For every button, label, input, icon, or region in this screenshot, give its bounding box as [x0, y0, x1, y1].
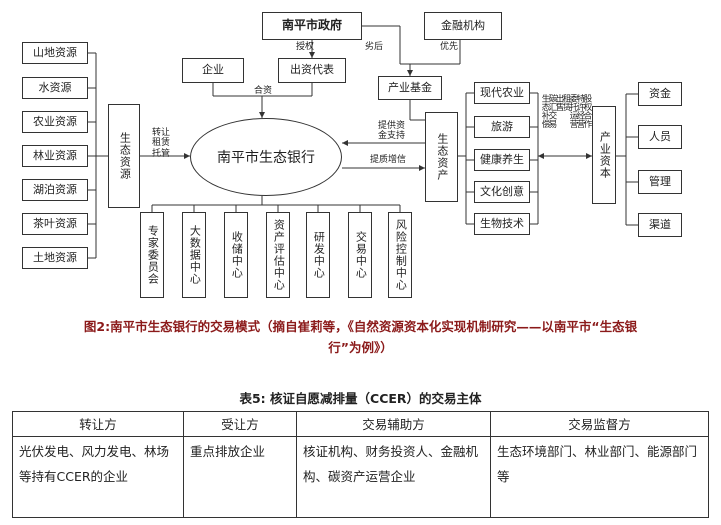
figure-caption: 图2:南平市生态银行的交易模式（摘自崔莉等，《自然资源资本化实现机制研究——以南…	[0, 316, 721, 358]
center-box: 资产评估中心	[266, 212, 290, 298]
table-cell: 核证机构、财务投资人、金融机构、碳资产运营企业	[296, 436, 491, 518]
transfer-label: 转让 租赁 托管	[152, 128, 171, 159]
industry-capital-box: 产业资本	[592, 106, 616, 204]
investor-box: 出资代表	[278, 58, 346, 83]
inferior-label: 劣后	[365, 42, 384, 52]
bank-ellipse: 南平市生态银行	[190, 118, 342, 196]
table-header: 受让方	[183, 411, 297, 437]
caption-line-2: 行”为例》）	[328, 340, 393, 355]
center-box: 交易中心	[348, 212, 372, 298]
caption-line-1: 图2:南平市生态银行的交易模式（摘自崔莉等，《自然资源资本化实现机制研究——以南…	[83, 319, 638, 334]
industry-box: 健康养生	[474, 149, 530, 171]
table-cell: 重点排放企业	[183, 436, 297, 518]
table-cell: 光伏发电、风力发电、林场等持有CCER的企业	[12, 436, 184, 518]
table-header: 交易辅助方	[296, 411, 491, 437]
center-box: 风险控制中心	[388, 212, 412, 298]
industry-box: 旅游	[474, 116, 530, 138]
table-row: 光伏发电、风力发电、林场等持有CCER的企业 重点排放企业 核证机构、财务投资人…	[12, 436, 709, 518]
center-box: 收储中心	[224, 212, 248, 298]
government-box: 南平市政府	[262, 12, 362, 40]
provide-label: 提供资 金支持	[378, 121, 406, 142]
eco-resources-box: 生态资源	[108, 104, 140, 208]
table-header: 转让方	[12, 411, 184, 437]
upgrade-label: 提质增信	[370, 155, 407, 165]
industry-box: 文化创意	[474, 181, 530, 203]
resource-box: 农业资源	[22, 111, 88, 133]
resource-box: 林业资源	[22, 145, 88, 167]
resource-box: 水资源	[22, 77, 88, 99]
enterprise-box: 企业	[182, 58, 244, 83]
authorize-label: 授权	[296, 42, 315, 52]
eco-assets-box: 生态资产	[425, 112, 458, 202]
table-title: 表5: 核证自愿减排量（CCER）的交易主体	[239, 391, 482, 406]
capital-item-box: 资金	[638, 82, 682, 106]
center-box: 大数据中心	[182, 212, 206, 298]
invest-label: 合资	[254, 86, 273, 96]
center-box: 研发中心	[306, 212, 330, 298]
table-header: 交易监督方	[490, 411, 709, 437]
diagram-connectors	[88, 25, 638, 259]
modes-label: 股权合作 特许经营 委托运营 租赁 出售 碳汇交易 生态补偿	[540, 94, 592, 128]
finance-box: 金融机构	[424, 12, 502, 40]
capital-item-box: 管理	[638, 170, 682, 194]
priority-label: 优先	[440, 42, 459, 52]
table-header-row: 转让方 受让方 交易辅助方 交易监督方	[12, 411, 709, 437]
industry-box: 生物技术	[474, 213, 530, 235]
industry-fund-box: 产业基金	[378, 76, 442, 100]
resource-box: 山地资源	[22, 42, 88, 64]
industry-box: 现代农业	[474, 82, 530, 104]
capital-item-box: 人员	[638, 125, 682, 149]
center-box: 专家委员会	[140, 212, 164, 298]
table-cell: 生态环境部门、林业部门、能源部门等	[490, 436, 709, 518]
resource-box: 土地资源	[22, 247, 88, 269]
capital-item-box: 渠道	[638, 213, 682, 237]
ecological-bank-diagram: 南平市政府 金融机构 授权 劣后 优先 企业 出资代表 合资 产业基金 山地资源…	[22, 12, 682, 298]
resource-box: 茶叶资源	[22, 213, 88, 235]
resource-box: 湖泊资源	[22, 179, 88, 201]
ccer-table: 转让方 受让方 交易辅助方 交易监督方 光伏发电、风力发电、林场等持有CCER的…	[12, 411, 709, 518]
